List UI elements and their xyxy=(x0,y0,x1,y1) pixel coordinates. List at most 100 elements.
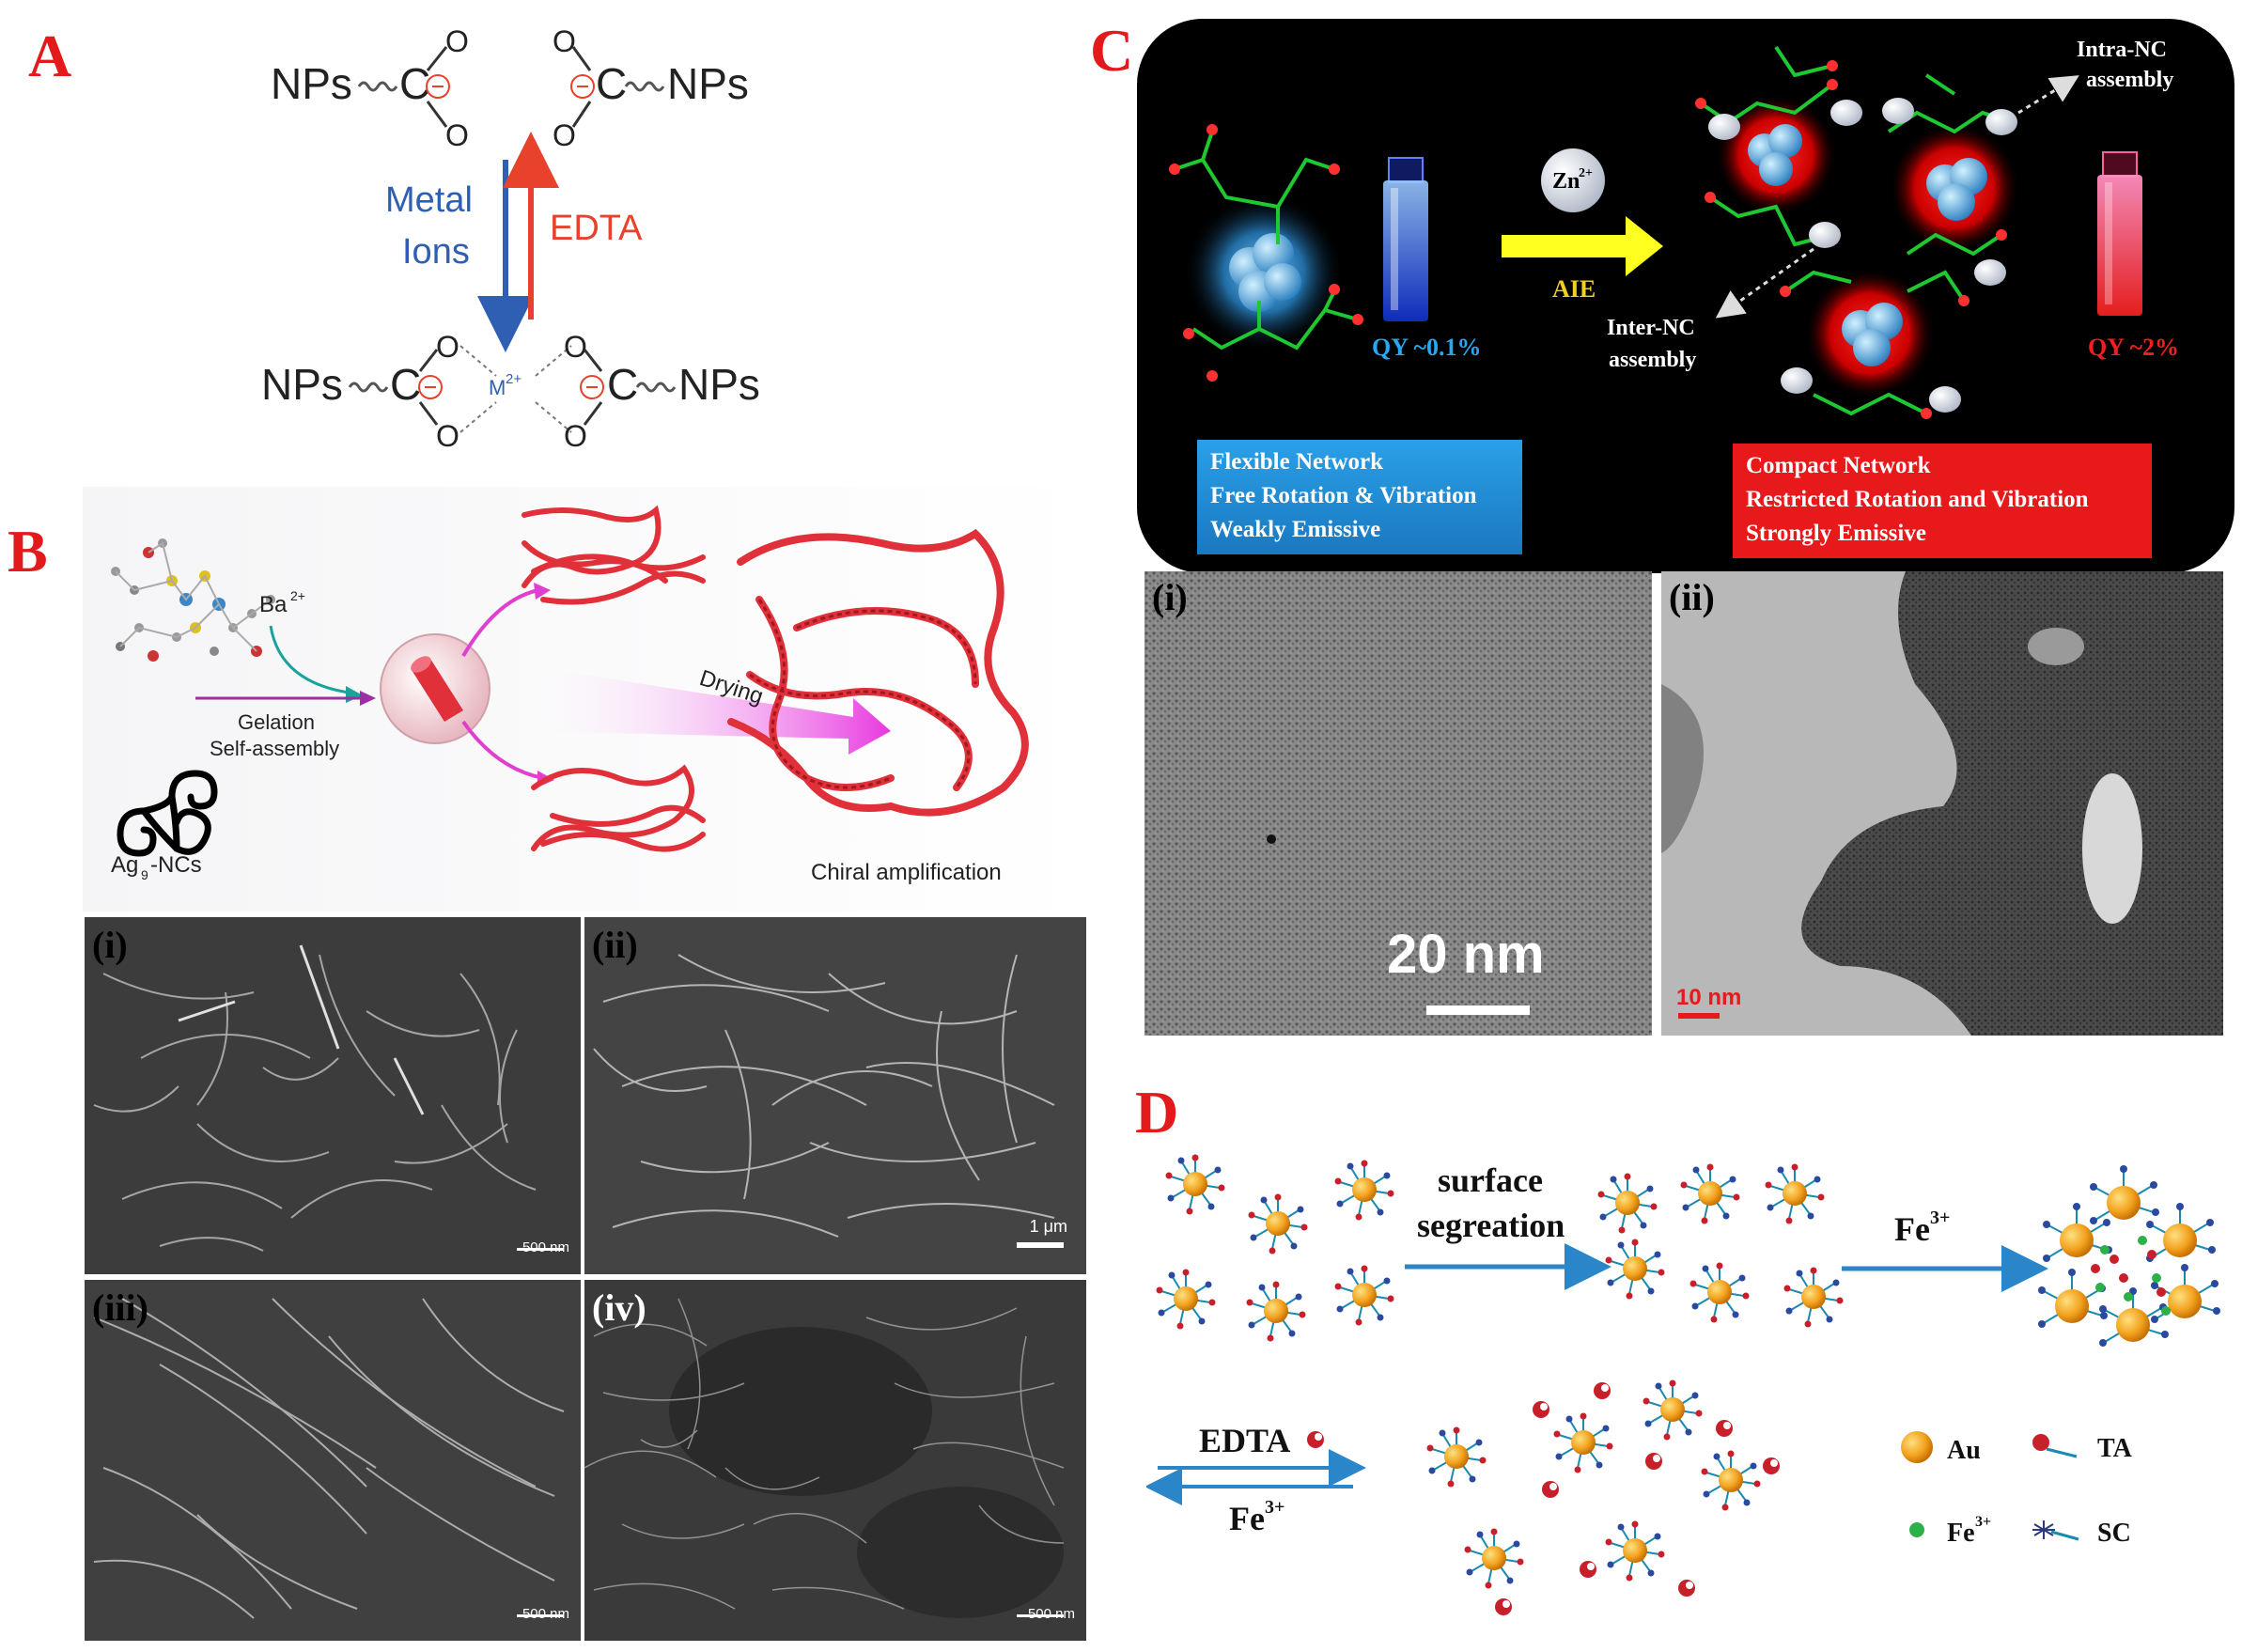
legend-ta-label: TA xyxy=(2097,1434,2133,1463)
a-ions-label: Ions xyxy=(402,232,470,272)
a-bottom-right-o1: O xyxy=(564,330,587,364)
d-legend: Au TA Fe 3+ SC xyxy=(1901,1431,2133,1548)
triskelion-icon xyxy=(117,770,218,857)
c-aie-arrow xyxy=(1502,216,1663,276)
a-bottom-right-nps: NPs xyxy=(678,360,760,409)
b-ag-label: Ag xyxy=(111,852,138,878)
panel-a-schematic: NPs C O O O O C NPs Metal Ions EDTA NPs … xyxy=(261,24,760,453)
a-metal-center: M xyxy=(489,376,506,399)
c-right-box-line2: Restricted Rotation and Vibration xyxy=(1746,487,2089,512)
fiber-bundle-top xyxy=(522,505,706,605)
c-zn-ion-icon xyxy=(1541,148,1605,212)
c-intra-line2: assembly xyxy=(2086,68,2173,92)
c-aie-label: AIE xyxy=(1552,275,1596,303)
a-top-left-o1: O xyxy=(445,24,469,58)
b-ag-suffix: -NCs xyxy=(150,852,202,878)
panel-a-letter: A xyxy=(28,23,72,89)
legend-au-icon xyxy=(1901,1431,1933,1463)
sem-label-ii: (ii) xyxy=(592,924,638,966)
c-right-cluster-1 xyxy=(1715,94,1837,216)
b-chiral-label: Chiral amplification xyxy=(811,860,1002,885)
tem-scale-ii: 10 nm xyxy=(1676,985,1742,1010)
b-ba-charge: 2+ xyxy=(290,588,305,603)
c-left-box: Flexible Network Free Rotation & Vibrati… xyxy=(1197,440,1522,554)
c-inter-line2: assembly xyxy=(1609,348,1696,372)
c-qy-right: QY ~2% xyxy=(2088,334,2179,361)
c-intra-line1: Intra-NC xyxy=(2077,38,2167,62)
panel-b-schematic: Ba 2+ Gelation Self-assembly Ag 9 -NCs xyxy=(83,487,1088,912)
ag9-cluster-icon xyxy=(111,538,275,662)
a-metal-charge: 2+ xyxy=(506,371,522,387)
d-fe-charge: 3+ xyxy=(1930,1208,1950,1228)
c-left-box-line2: Free Rotation & Vibration xyxy=(1210,483,1477,508)
sem-scale-i: 500 nm xyxy=(522,1239,569,1255)
nanotube-sphere-icon xyxy=(380,633,490,744)
a-top-left-nps: NPs xyxy=(271,59,352,108)
c-qy-left: QY ~0.1% xyxy=(1372,334,1482,361)
a-bottom-left-o2: O xyxy=(436,419,459,453)
b-gelation-label: Gelation xyxy=(238,710,315,734)
c-left-cluster xyxy=(1169,124,1363,382)
d-segregated-nps xyxy=(1596,1162,1845,1329)
d-edta-ta-icon xyxy=(1307,1431,1324,1448)
a-bottom-right-carbon: C xyxy=(607,360,638,409)
b-drying-arrow xyxy=(524,665,891,755)
panel-d-letter: D xyxy=(1135,1079,1179,1145)
tem-label-ii: (ii) xyxy=(1669,576,1715,618)
sem-image-i: (i) 500 nm xyxy=(85,917,581,1274)
legend-sc-label: SC xyxy=(2097,1519,2131,1548)
fiber-bundle-bottom xyxy=(531,764,706,852)
legend-au-label: Au xyxy=(1947,1436,1981,1465)
d-fe-bottom-charge: 3+ xyxy=(1265,1497,1284,1518)
b-ag-sub: 9 xyxy=(141,867,148,882)
a-bottom-right-o2: O xyxy=(564,419,587,453)
legend-sc-icon xyxy=(2032,1520,2079,1541)
c-inter-line1: Inter-NC xyxy=(1607,316,1695,340)
c-blue-vial xyxy=(1383,157,1428,321)
legend-fe-icon xyxy=(1909,1522,1924,1537)
a-top-left-carbon: C xyxy=(399,59,430,108)
c-right-box-line1: Compact Network xyxy=(1746,453,1931,478)
tem-scale-i: 20 nm xyxy=(1387,924,1545,985)
legend-fe-charge: 3+ xyxy=(1975,1514,1991,1530)
tem-image-i: (i) 20 nm xyxy=(1144,571,1652,1036)
panel-c-letter: C xyxy=(1090,17,1134,84)
c-left-box-line1: Flexible Network xyxy=(1210,449,1383,475)
c-left-box-line3: Weakly Emissive xyxy=(1210,517,1381,542)
a-top-right-nps: NPs xyxy=(667,59,749,108)
a-bottom-left-o1: O xyxy=(436,330,459,364)
a-top-left-o2: O xyxy=(445,118,469,152)
sem-scale-iii: 500 nm xyxy=(522,1606,569,1622)
sem-scale-iv: 500 nm xyxy=(1027,1606,1075,1622)
panel-b-letter: B xyxy=(8,518,48,584)
sem-image-iii: (iii) 500 nm xyxy=(85,1280,581,1641)
d-fe-bottom-label: Fe xyxy=(1229,1500,1265,1537)
c-right-box: Compact Network Restricted Rotation and … xyxy=(1733,444,2152,558)
tem-image-ii: (ii) 10 nm xyxy=(1661,571,2223,1036)
d-edta-label: EDTA xyxy=(1199,1422,1290,1459)
sem-image-ii: (ii) 1 μm xyxy=(584,917,1086,1274)
tem-label-i: (i) xyxy=(1152,576,1188,618)
d-released-nps xyxy=(1425,1379,1780,1615)
a-top-right-o2: O xyxy=(553,118,576,152)
a-top-right-carbon: C xyxy=(596,59,627,108)
b-ba-label: Ba xyxy=(259,592,288,617)
d-surface-line1: surface xyxy=(1438,1161,1543,1199)
d-surface-line2: segreation xyxy=(1417,1207,1565,1244)
sem-label-i: (i) xyxy=(92,924,128,966)
c-zn-charge: 2+ xyxy=(1579,166,1593,180)
c-right-cluster-3 xyxy=(1804,268,1936,399)
legend-fe-label: Fe xyxy=(1947,1519,1975,1548)
d-aggregate-nps xyxy=(2037,1164,2221,1348)
c-right-cluster-2 xyxy=(1889,122,2020,254)
c-zn-label: Zn xyxy=(1552,169,1580,194)
d-fe-label: Fe xyxy=(1894,1210,1930,1248)
a-bottom-left-carbon: C xyxy=(390,360,421,409)
a-metal-label: Metal xyxy=(385,180,473,220)
a-top-right-o1: O xyxy=(553,24,576,58)
b-self-assembly-label: Self-assembly xyxy=(210,737,339,760)
d-initial-nps xyxy=(1155,1153,1395,1343)
sem-label-iii: (iii) xyxy=(92,1286,148,1329)
c-zn-small-icons xyxy=(1708,98,2017,413)
